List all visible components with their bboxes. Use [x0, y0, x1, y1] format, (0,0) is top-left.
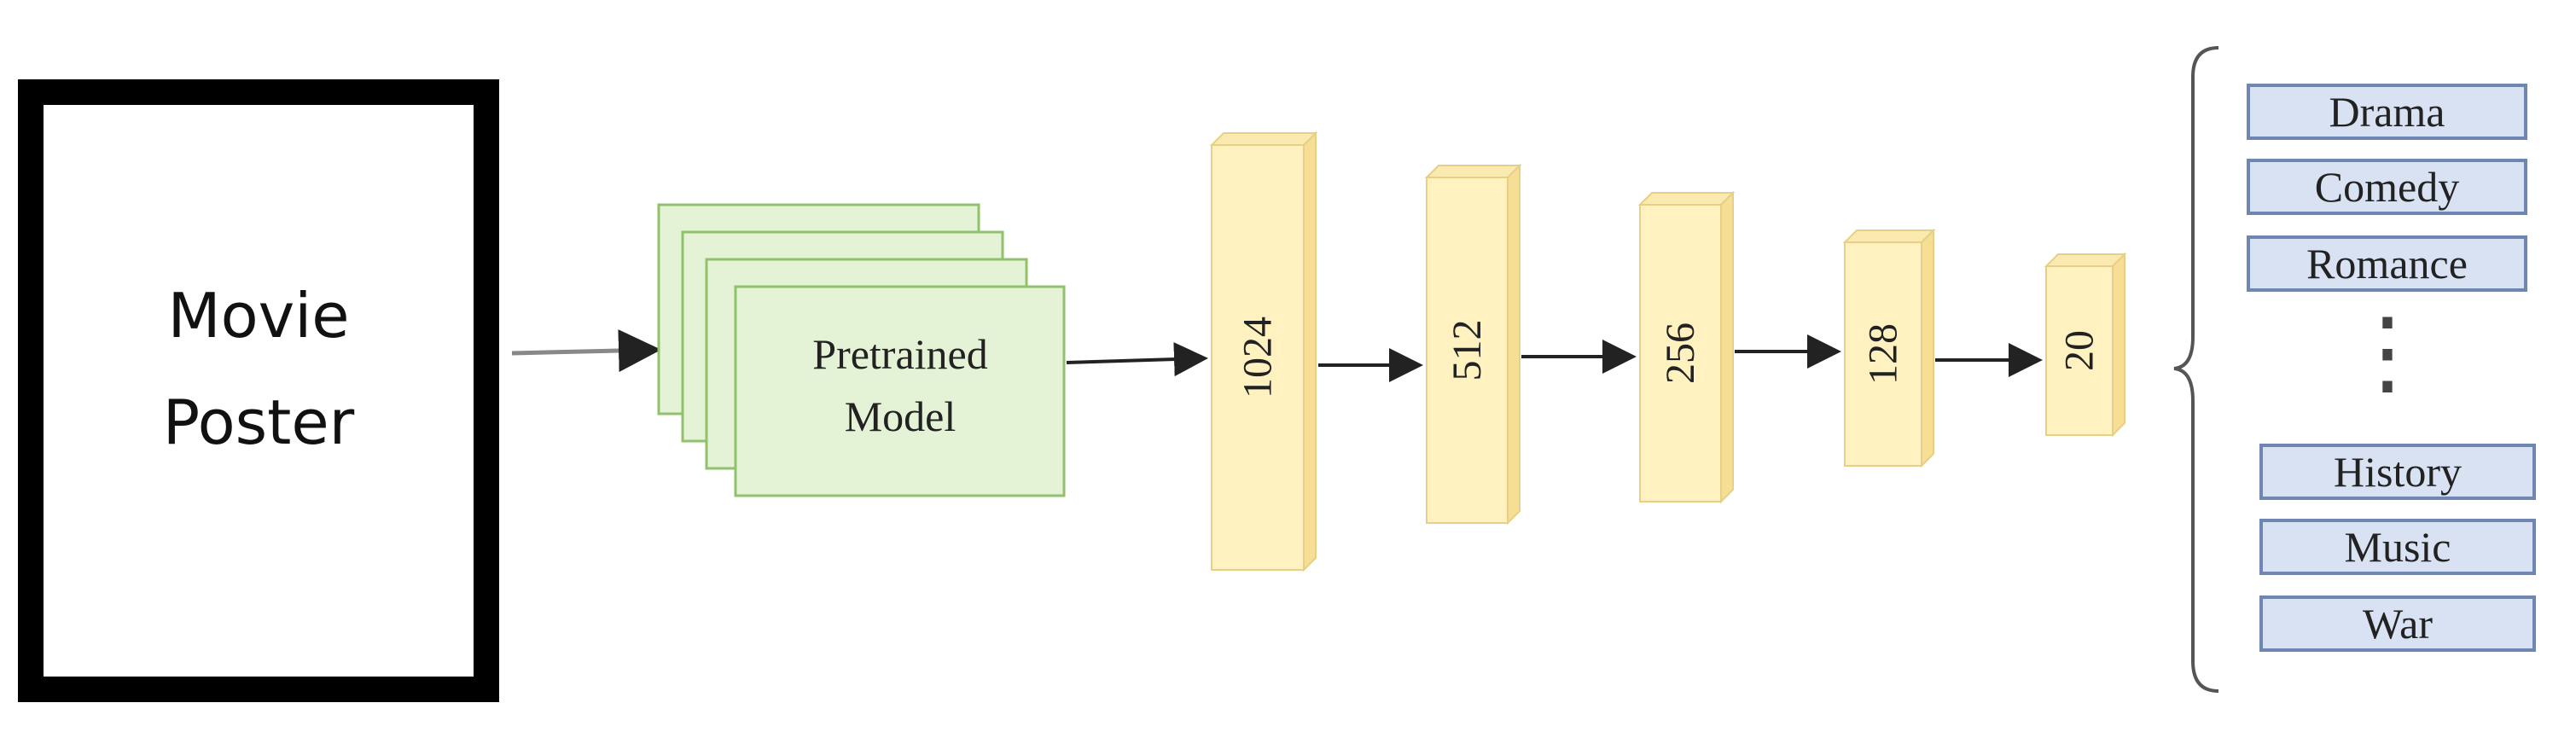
layer-side-face: [1921, 228, 1934, 468]
layer-side-face: [2112, 252, 2125, 438]
genre-box-romance: Romance: [2247, 235, 2527, 292]
genre-label: Comedy: [2315, 163, 2459, 211]
genre-label: War: [2363, 600, 2433, 648]
genre-label: Music: [2345, 523, 2451, 571]
genre-box-rect: [2259, 519, 2536, 575]
genre-ellipsis: ⋮: [2340, 300, 2434, 404]
dense-layer-1024: 1024: [1209, 131, 1318, 572]
genre-label: Drama: [2329, 88, 2445, 136]
layer-side-face: [1720, 190, 1734, 504]
dense-layer-512: 512: [1424, 163, 1522, 526]
model-label-line1: Pretrained: [812, 330, 987, 378]
dense-layer-20: 20: [2044, 252, 2127, 438]
poster-label-line1: Movie: [167, 280, 349, 351]
dense-layer-128: 128: [1842, 228, 1936, 468]
layer-top-face: [1209, 132, 1318, 146]
poster-label-line2: Poster: [163, 386, 355, 458]
layer-label: 20: [2057, 330, 2102, 371]
movie-poster-box: Movie Poster: [18, 79, 499, 702]
layer-side-face: [1507, 163, 1521, 526]
output-brace: [2173, 46, 2219, 693]
layer-front-face: [1639, 204, 1722, 503]
arrow-model-to-1024: [1066, 342, 1208, 377]
model-card-front: [734, 285, 1066, 497]
genre-box-rect: [2247, 84, 2527, 140]
genre-box-rect: [2247, 159, 2527, 215]
arrow-poster-to-model: [511, 329, 661, 373]
layer-front-face: [1844, 241, 1922, 467]
dense-layer-256: 256: [1637, 190, 1736, 504]
genre-box-rect: [2259, 444, 2536, 500]
genre-box-rect: [2259, 595, 2536, 652]
layer-front-face: [1426, 177, 1509, 524]
layer-top-face: [1842, 229, 1936, 243]
layer-arrows: [1066, 334, 2043, 382]
model-label-line2: Model: [845, 392, 957, 440]
layer-label: 1024: [1236, 317, 1281, 398]
genre-label: History: [2334, 448, 2462, 496]
layer-front-face: [1211, 144, 1305, 571]
layer-label: 128: [1861, 323, 1906, 385]
genre-box-war: War: [2259, 595, 2536, 652]
genre-box-rect: [2247, 235, 2527, 292]
genre-box-comedy: Comedy: [2247, 159, 2527, 215]
genre-box-music: Music: [2259, 519, 2536, 575]
layer-label: 256: [1658, 322, 1703, 384]
layer-top-face: [1424, 165, 1522, 178]
genre-box-history: History: [2259, 444, 2536, 500]
genre-box-drama: Drama: [2247, 84, 2527, 140]
layer-top-face: [1637, 192, 1736, 206]
genre-label: Romance: [2306, 240, 2468, 288]
layer-front-face: [2045, 265, 2114, 436]
pretrained-model-stack: Pretrained Model: [657, 203, 1066, 497]
layer-side-face: [1303, 131, 1317, 572]
layer-top-face: [2044, 253, 2127, 267]
dense-layers: 1024 512 256 128 20: [1209, 131, 2127, 572]
layer-label: 512: [1445, 320, 1490, 381]
